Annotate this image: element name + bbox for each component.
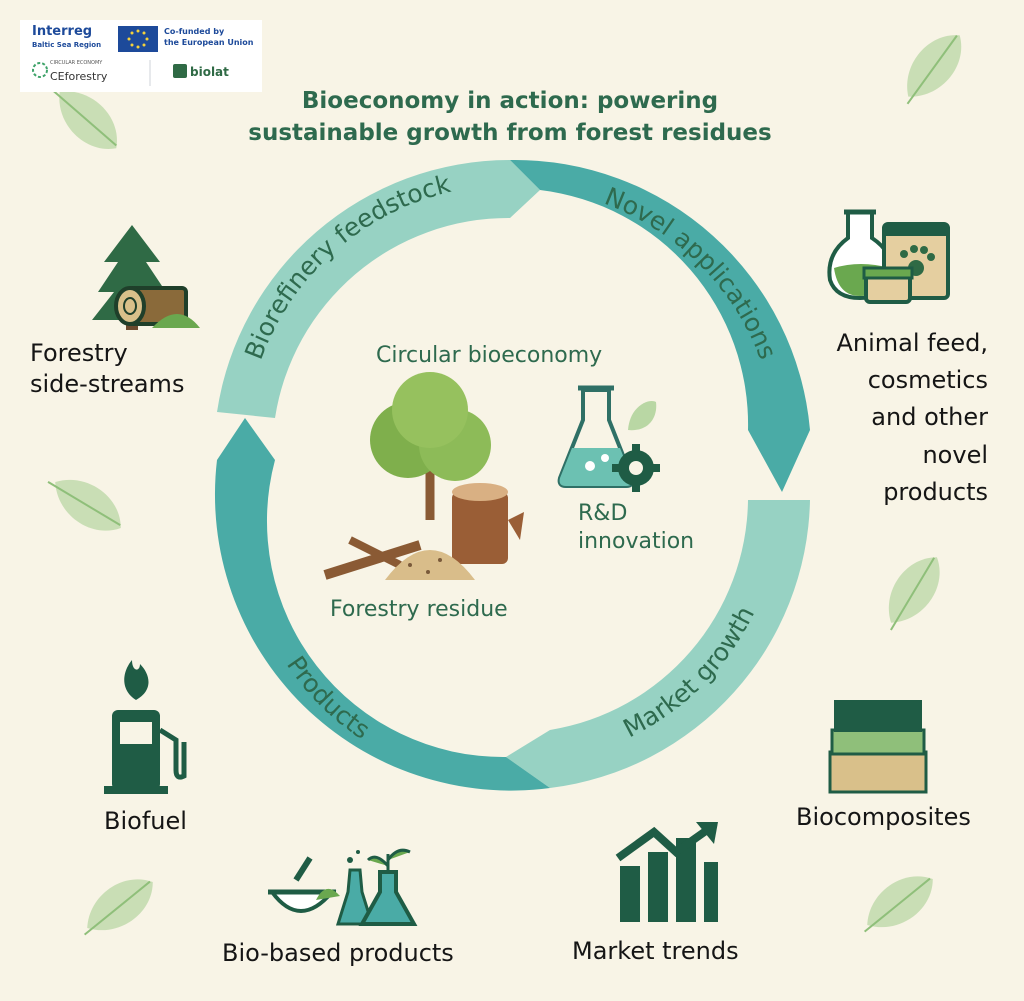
flame-icon xyxy=(124,660,149,700)
rd-innovation-label: R&D innovation xyxy=(578,501,695,554)
leaf-icon xyxy=(70,865,165,949)
leaf-icon xyxy=(888,21,976,115)
biocomposites-label: Biocomposites xyxy=(796,803,971,831)
circular-economy-icon xyxy=(32,62,48,78)
title-line-2: sustainable growth from forest residues xyxy=(248,119,772,146)
bio-based-products-label: Bio-based products xyxy=(222,939,454,967)
ring-segment-market xyxy=(506,500,810,788)
cream-jar-icon xyxy=(862,266,914,304)
gear-icon xyxy=(612,444,660,492)
flask-icon xyxy=(358,848,418,926)
page-title: Bioeconomy in action: powering sustainab… xyxy=(200,86,820,149)
log-icon xyxy=(114,286,200,328)
mortar-icon xyxy=(268,856,340,913)
interreg-logo-text: Interreg xyxy=(32,24,93,39)
ring-segment-feedstock xyxy=(217,159,540,418)
leaf-icon xyxy=(628,400,657,431)
cycle-ring xyxy=(214,159,810,791)
bar-chart-icon xyxy=(620,838,718,922)
ceforestry-text: CEforestry xyxy=(50,70,108,83)
region-text: Baltic Sea Region xyxy=(32,41,102,49)
biolat-text: biolat xyxy=(190,65,229,79)
center-title: Circular bioeconomy xyxy=(376,343,603,368)
logo-graphics xyxy=(32,26,187,86)
pet-food-bag-icon xyxy=(882,222,950,300)
fuel-pump-icon xyxy=(104,710,187,794)
biofuel-label: Biofuel xyxy=(104,807,187,835)
cofunded-line2: the European Union xyxy=(164,38,254,47)
ring-segment-applications xyxy=(510,159,810,492)
forestry-residue-illustration xyxy=(323,372,524,580)
novel-products-label: Animal feed, cosmetics and other novel p… xyxy=(836,329,988,506)
leaf-icon xyxy=(38,461,133,545)
trend-arrow-icon xyxy=(615,822,718,862)
leaf-icon xyxy=(850,862,945,946)
cofunded-line1: Co-funded by xyxy=(164,27,225,36)
circular-economy-text: CIRCULAR ECONOMY xyxy=(50,60,103,66)
forestry-side-streams-label: Forestry side-streams xyxy=(30,339,185,399)
market-trends-label: Market trends xyxy=(572,937,739,965)
biolat-mark-icon xyxy=(173,64,187,78)
partner-logos: Interreg Baltic Sea Region Co-funded by … xyxy=(20,20,262,92)
title-line-1: Bioeconomy in action: powering xyxy=(301,88,719,114)
composite-boards-icon xyxy=(828,700,928,794)
forestry-residue-label: Forestry residue xyxy=(330,597,508,622)
ring-label-products: Products xyxy=(281,651,375,745)
ring-label-applications: Novel applications xyxy=(601,182,782,363)
leaf-icon xyxy=(870,545,954,640)
ring-segment-products xyxy=(214,418,550,791)
